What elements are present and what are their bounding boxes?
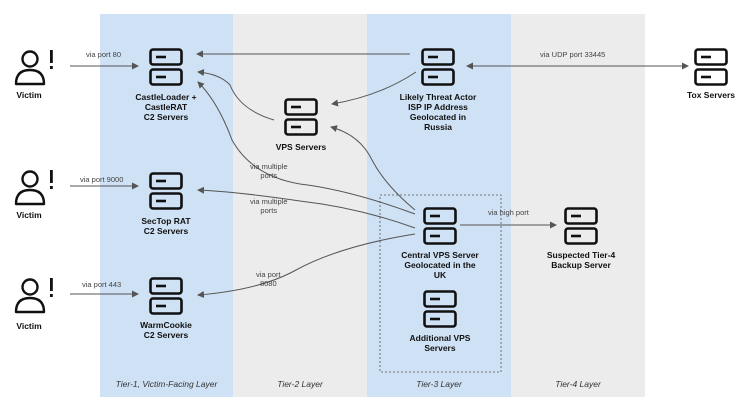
tox-server-icon bbox=[694, 48, 728, 86]
vps-label: VPS Servers bbox=[275, 142, 327, 152]
victim-2-label: Victim bbox=[16, 210, 42, 220]
edge-label-udp: via UDP port 33445 bbox=[540, 50, 606, 59]
tier-4-label: Tier-4 Layer bbox=[555, 379, 601, 389]
edge-threatactor-vps bbox=[331, 71, 417, 107]
tier-2-label: Tier-2 Layer bbox=[277, 379, 323, 389]
tox-label: Tox Servers bbox=[686, 90, 736, 100]
victim-3-icon bbox=[14, 278, 53, 314]
warmcookie-server-icon bbox=[149, 277, 183, 315]
warmcookie-label: WarmCookie C2 Servers bbox=[140, 320, 192, 340]
additional-vps-label: Additional VPS Servers bbox=[409, 333, 471, 353]
edge-vps-castleloader bbox=[197, 69, 275, 121]
threat-actor-label: Likely Threat Actor ISP IP Address Geolo… bbox=[399, 92, 477, 132]
central-vps-server-icon bbox=[423, 207, 457, 245]
edge-label-high-port: via high port bbox=[488, 208, 529, 217]
edge-central-warmcookie bbox=[197, 233, 416, 299]
edge-label-port9000: via port 9000 bbox=[80, 175, 124, 184]
sectop-server-icon bbox=[149, 172, 183, 210]
tier-3-group-box bbox=[379, 194, 502, 373]
edge-label-port443: via port 443 bbox=[82, 280, 122, 289]
tier-1-label: Tier-1, Victim-Facing Layer bbox=[115, 379, 218, 389]
sectop-label: SecTop RAT C2 Servers bbox=[141, 216, 191, 236]
victim-1-label: Victim bbox=[16, 90, 42, 100]
edge-central-sectop bbox=[197, 186, 416, 229]
tier4-server-icon bbox=[564, 207, 598, 245]
castleloader-label: CastleLoader + CastleRAT C2 Servers bbox=[135, 92, 197, 122]
castleloader-server-icon bbox=[149, 48, 183, 86]
edge-label-multiple2: via multiple ports bbox=[250, 197, 288, 215]
edge-label-port80: via port 80 bbox=[86, 50, 122, 59]
tier-3-label: Tier-3 Layer bbox=[416, 379, 462, 389]
tier-1-band: Tier-1, Victim-Facing Layer bbox=[100, 14, 233, 397]
victim-2-icon bbox=[14, 170, 53, 206]
edge-label-multiple1: via multiple ports bbox=[250, 162, 288, 180]
edge-central-castleloader bbox=[197, 81, 416, 215]
tier-2-band: Tier-2 Layer bbox=[233, 14, 367, 397]
tier4-label: Suspected Tier-4 Backup Server bbox=[546, 250, 616, 270]
tier-4-band: Tier-4 Layer bbox=[511, 14, 645, 397]
vps-server-icon bbox=[284, 98, 318, 136]
victim-1-icon bbox=[14, 50, 53, 86]
central-vps-label: Central VPS Server Geolocated in the UK bbox=[401, 250, 479, 280]
victim-3-label: Victim bbox=[16, 321, 42, 331]
additional-vps-server-icon bbox=[423, 290, 457, 328]
threat-actor-server-icon bbox=[421, 48, 455, 86]
edge-label-port8080: via port 8080 bbox=[256, 270, 281, 288]
edge-central-vps bbox=[330, 125, 416, 211]
